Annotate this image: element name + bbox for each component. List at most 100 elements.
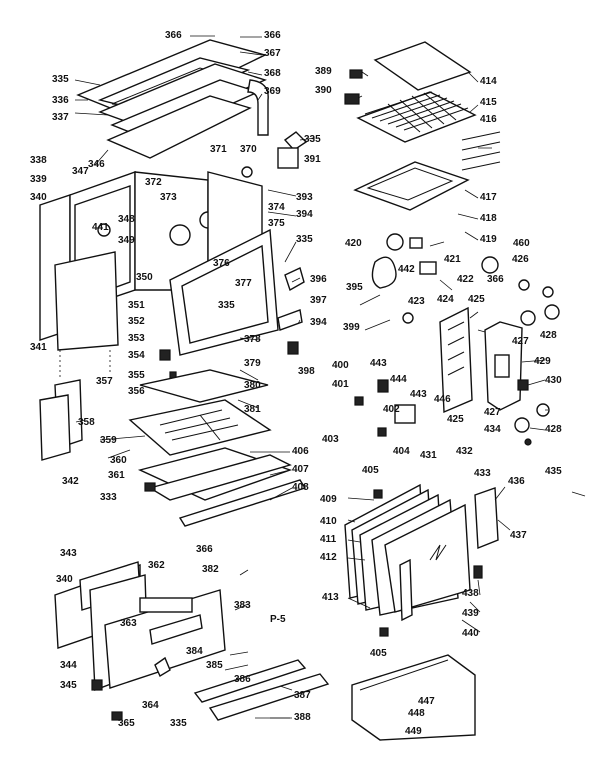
callout: 439 [462, 608, 479, 619]
callout: 356 [128, 386, 145, 397]
cooktop-top-assembly [76, 35, 269, 159]
callout: 440 [462, 628, 479, 639]
callout: 423 [408, 296, 425, 307]
callout: 429 [534, 356, 551, 367]
callout: 425 [468, 294, 485, 305]
callout: 340 [56, 574, 73, 585]
callout: 373 [160, 192, 177, 203]
callout: 443 [370, 358, 387, 369]
callout: 397 [310, 295, 327, 306]
callout: 372 [145, 177, 162, 188]
callout: 407 [292, 464, 309, 475]
callout: 333 [100, 492, 117, 503]
callout: 430 [545, 375, 562, 386]
callout: 390 [315, 85, 332, 96]
callout: 366 [487, 274, 504, 285]
callout: 357 [96, 376, 113, 387]
callout: 339 [30, 174, 47, 185]
racks-and-broiler-parts [241, 41, 501, 211]
callout: 409 [320, 494, 337, 505]
page-marker: P-5 [270, 614, 286, 625]
callout: 435 [545, 466, 562, 477]
callout: 401 [332, 379, 349, 390]
callout: 416 [480, 114, 497, 125]
callout: 437 [510, 530, 527, 541]
callout: 341 [30, 342, 47, 353]
callout: 368 [264, 68, 281, 79]
drawer-assembly [54, 561, 330, 721]
callout: 335 [304, 134, 321, 145]
callout: 402 [383, 404, 400, 415]
callout: 381 [244, 404, 261, 415]
oven-bottom-assembly [39, 369, 307, 527]
callout: 335 [170, 718, 187, 729]
callout: 460 [513, 238, 530, 249]
callout: 378 [244, 334, 261, 345]
oven-body-assembly [39, 171, 279, 392]
callout: 354 [128, 350, 145, 361]
callout: 369 [264, 86, 281, 97]
callout: 426 [512, 254, 529, 265]
callout: 400 [332, 360, 349, 371]
callout: 366 [196, 544, 213, 555]
callout: 396 [310, 274, 327, 285]
callout: 395 [346, 282, 363, 293]
callout: 376 [213, 258, 230, 269]
callout: 374 [268, 202, 285, 213]
callout: 335 [218, 300, 235, 311]
side-hardware-parts [277, 233, 437, 437]
callout: 446 [434, 394, 451, 405]
callout: 370 [240, 144, 257, 155]
callout: 365 [118, 718, 135, 729]
callout: 351 [128, 300, 145, 311]
callout: 415 [480, 97, 497, 108]
callout: 427 [484, 407, 501, 418]
callout: 385 [206, 660, 223, 671]
callout: 434 [484, 424, 501, 435]
callout: 361 [108, 470, 125, 481]
callout: 344 [60, 660, 77, 671]
callout: 383 [234, 600, 251, 611]
callout: 382 [202, 564, 219, 575]
callout: 432 [456, 446, 473, 457]
callout: 399 [343, 322, 360, 333]
callout: 404 [393, 446, 410, 457]
callout: 346 [88, 159, 105, 170]
callout: 405 [370, 648, 387, 659]
callout: 431 [420, 450, 437, 461]
callout: 394 [296, 209, 313, 220]
callout: 375 [268, 218, 285, 229]
callout: 413 [322, 592, 339, 603]
callout: 366 [165, 30, 182, 41]
callout: 386 [234, 674, 251, 685]
callout: 448 [408, 708, 425, 719]
callout-labels: 366 366 367 368 369 335 336 337 346 371 … [30, 30, 562, 737]
callout: 393 [296, 192, 313, 203]
callout: 358 [78, 417, 95, 428]
callout: 377 [235, 278, 252, 289]
callout: 433 [474, 468, 491, 479]
callout: 428 [545, 424, 562, 435]
callout: 391 [304, 154, 321, 165]
callout: 384 [186, 646, 203, 657]
callout: 348 [118, 214, 135, 225]
callout: 363 [120, 618, 137, 629]
callout: 362 [148, 560, 165, 571]
callout: 340 [30, 192, 47, 203]
callout: 394 [310, 317, 327, 328]
control-panel-assembly [439, 256, 560, 446]
callout: 403 [322, 434, 339, 445]
callout: 337 [52, 112, 69, 123]
callout: 336 [52, 95, 69, 106]
callout: 444 [390, 374, 407, 385]
callout: 350 [136, 272, 153, 283]
callout: 441 [92, 222, 109, 233]
callout: 418 [480, 213, 497, 224]
callout: 352 [128, 316, 145, 327]
callout: 410 [320, 516, 337, 527]
callout: 436 [508, 476, 525, 487]
callout: 408 [292, 482, 309, 493]
callout: 360 [110, 455, 127, 466]
callout: 398 [298, 366, 315, 377]
callout: 447 [418, 696, 435, 707]
